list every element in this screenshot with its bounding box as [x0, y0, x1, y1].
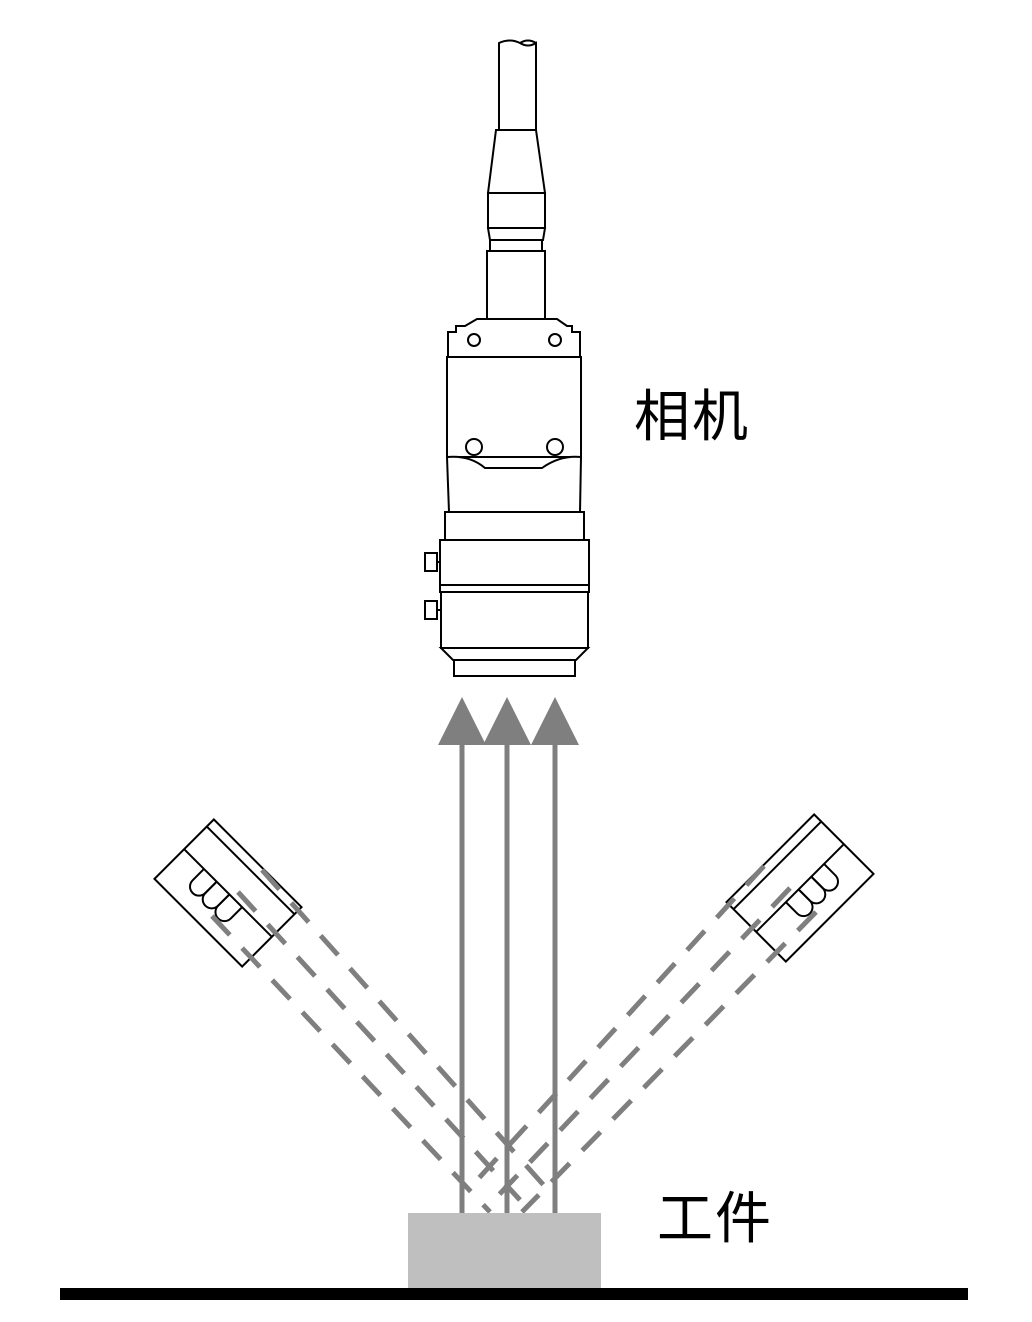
camera-body [445, 318, 583, 513]
workpiece-label: 工件 [657, 1187, 773, 1252]
focus-screw-icon [424, 552, 438, 572]
cable-connector [486, 129, 547, 320]
camera-lens [424, 511, 591, 677]
arrow-up-icon [531, 697, 579, 745]
workpiece-block [408, 1213, 601, 1288]
aperture-screw-icon [424, 600, 438, 620]
light-right [725, 813, 875, 963]
light-left [153, 818, 303, 968]
camera-cable [498, 39, 537, 131]
arrow-up-icon [483, 697, 531, 745]
arrow-up-icon [438, 697, 486, 745]
ground-line [60, 1288, 968, 1300]
reflected-rays [438, 697, 579, 1218]
incident-rays-left [210, 868, 550, 1214]
camera-label: 相机 [634, 385, 750, 450]
incident-rays-right [466, 864, 818, 1214]
